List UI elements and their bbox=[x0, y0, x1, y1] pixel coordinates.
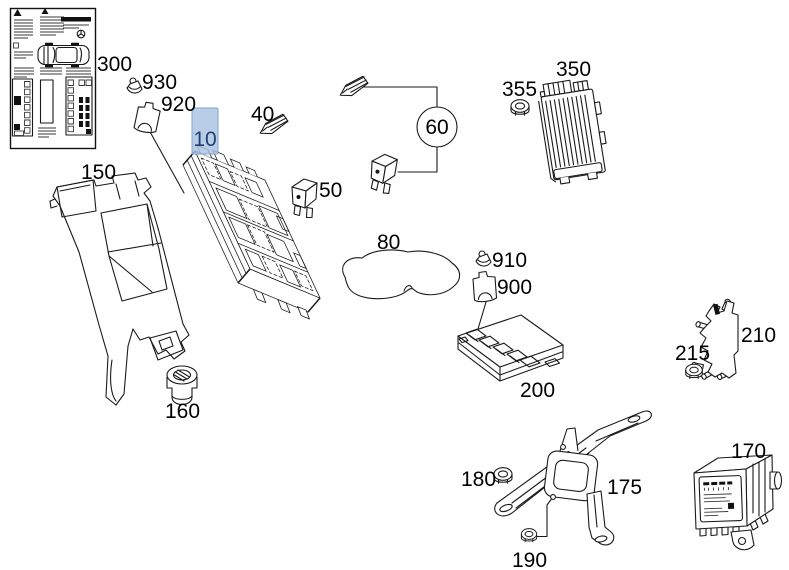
part-label-350[interactable]: 350 bbox=[556, 58, 591, 81]
part-150-drawing[interactable] bbox=[49, 172, 190, 406]
part-170-label-plate bbox=[698, 475, 744, 523]
leader-line-920 bbox=[148, 129, 185, 194]
car-top-view-icon bbox=[37, 42, 90, 68]
part-350-drawing[interactable] bbox=[536, 76, 611, 185]
part-300-drawing[interactable] bbox=[9, 7, 97, 150]
part-label-175[interactable]: 175 bbox=[607, 476, 642, 499]
part-label-355[interactable]: 355 bbox=[502, 78, 537, 101]
part-label-910[interactable]: 910 bbox=[492, 249, 527, 272]
part-label-170[interactable]: 170 bbox=[731, 440, 766, 463]
part-10-highlight[interactable] bbox=[191, 107, 219, 155]
part-label-900[interactable]: 900 bbox=[497, 276, 532, 299]
part-label-190[interactable]: 190 bbox=[512, 549, 547, 570]
part-50-drawing[interactable] bbox=[291, 178, 318, 219]
part-920-drawing[interactable] bbox=[131, 99, 164, 136]
part-label-920[interactable]: 920 bbox=[161, 93, 196, 116]
leader-line-190 bbox=[536, 498, 553, 538]
part-200-drawing[interactable] bbox=[457, 314, 564, 382]
part-910-drawing[interactable] bbox=[475, 250, 492, 267]
part-label-200[interactable]: 200 bbox=[520, 379, 555, 402]
leader-line-900 bbox=[477, 301, 487, 330]
part-label-215[interactable]: 215 bbox=[675, 342, 710, 365]
part-label-180[interactable]: 180 bbox=[461, 468, 496, 491]
part-180-drawing[interactable] bbox=[493, 467, 513, 484]
leader-line-60 bbox=[360, 86, 438, 173]
part-label-930[interactable]: 930 bbox=[142, 71, 177, 94]
brand-star-icon bbox=[76, 29, 86, 39]
part-60-callout-circle bbox=[416, 106, 458, 148]
part-355-drawing[interactable] bbox=[510, 99, 530, 116]
part-10-drawing[interactable] bbox=[167, 131, 335, 331]
part-900-drawing[interactable] bbox=[472, 270, 498, 303]
part-215-drawing[interactable] bbox=[685, 363, 703, 379]
part-label-40[interactable]: 40 bbox=[251, 103, 274, 126]
part-label-160[interactable]: 160 bbox=[165, 400, 200, 423]
part-930-drawing[interactable] bbox=[126, 77, 143, 94]
part-label-60[interactable]: 60 bbox=[425, 116, 448, 139]
part-label-80[interactable]: 80 bbox=[377, 231, 400, 254]
part-210-drawing[interactable] bbox=[690, 297, 739, 381]
part-175-drawing[interactable] bbox=[494, 410, 652, 546]
part-60-relay[interactable] bbox=[368, 152, 399, 195]
part-label-300[interactable]: 300 bbox=[97, 53, 132, 76]
part-170-drawing[interactable] bbox=[693, 454, 783, 551]
part-190-drawing[interactable] bbox=[520, 528, 538, 543]
part-60-drawing[interactable] bbox=[336, 74, 458, 195]
part-label-50[interactable]: 50 bbox=[319, 179, 342, 202]
part-label-210[interactable]: 210 bbox=[741, 324, 776, 347]
part-label-150[interactable]: 150 bbox=[81, 161, 116, 184]
part-160-drawing[interactable] bbox=[166, 365, 198, 406]
part-label-10[interactable]: 10 bbox=[193, 128, 216, 151]
part-80-drawing[interactable] bbox=[342, 249, 461, 300]
